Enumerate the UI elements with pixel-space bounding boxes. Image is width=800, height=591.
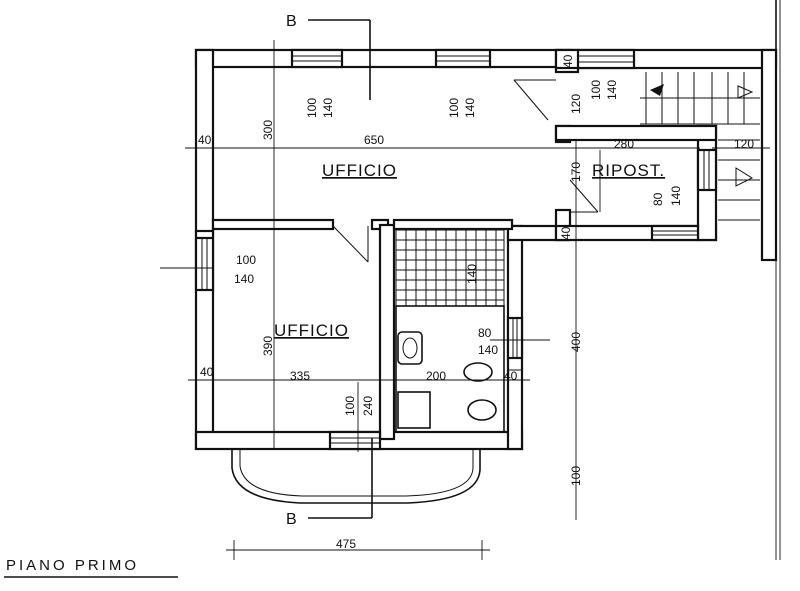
drawing-title: PIANO PRIMO — [6, 557, 139, 574]
dim-80-bath: 80 — [478, 326, 492, 340]
section-letter-top: B — [286, 13, 297, 30]
bathroom-fixtures — [397, 331, 497, 429]
dim-400: 400 — [569, 332, 583, 352]
dim-40-top-right: 40 — [561, 54, 575, 68]
dim-140-top-a: 140 — [321, 98, 335, 118]
room-label-ufficio-top: UFFICIO — [322, 161, 397, 180]
doors — [332, 79, 599, 371]
dim-140-top-c: 140 — [605, 80, 619, 100]
dim-335: 335 — [290, 369, 310, 383]
dim-140-left-win: 140 — [234, 272, 254, 286]
stair-arrow-icon — [650, 84, 664, 96]
bathroom-tiles — [395, 229, 505, 433]
dim-280: 280 — [614, 137, 634, 151]
dim-200: 200 — [426, 369, 446, 383]
dim-100-bottom: 100 — [569, 466, 583, 486]
dim-140-bath-win: 140 — [478, 343, 498, 357]
dim-100-left-win: 100 — [236, 253, 256, 267]
dim-100-top-b: 100 — [447, 98, 461, 118]
dim-100-top-c: 100 — [589, 80, 603, 100]
section-marker-bottom — [308, 438, 373, 519]
section-letter-bottom: B — [286, 511, 297, 528]
room-label-ufficio-left: UFFICIO — [274, 321, 349, 340]
dim-140-bath: 140 — [465, 264, 479, 284]
shower — [397, 391, 431, 429]
section-marker-top — [308, 19, 371, 100]
dim-390: 390 — [261, 336, 275, 356]
dim-475: 475 — [336, 537, 356, 551]
dim-240-bal: 240 — [361, 396, 375, 416]
dim-140-rip: 140 — [669, 186, 683, 206]
dim-100-bal: 100 — [343, 396, 357, 416]
dim-140-top-b: 140 — [463, 98, 477, 118]
balcony — [231, 446, 481, 504]
dim-300: 300 — [261, 120, 275, 140]
staircase — [640, 72, 760, 221]
dim-40-mid: 40 — [559, 226, 573, 240]
boundary-lines — [775, 0, 781, 560]
dim-40-bath-right: 40 — [504, 369, 518, 383]
dim-120-right: 120 — [734, 137, 754, 151]
dimension-lines — [160, 40, 770, 560]
toilet — [463, 362, 493, 382]
dim-40-left: 40 — [198, 133, 212, 147]
sink — [397, 331, 423, 365]
windows — [194, 48, 718, 451]
bidet — [467, 399, 497, 421]
dim-120-top: 120 — [569, 94, 583, 114]
dim-40-low-left: 40 — [200, 365, 214, 379]
dim-80-rip: 80 — [651, 192, 665, 206]
dim-170: 170 — [569, 162, 583, 182]
dim-100-top-a: 100 — [305, 98, 319, 118]
dim-650: 650 — [364, 133, 384, 147]
room-label-ripostiglio: RIPOST. — [592, 161, 665, 180]
